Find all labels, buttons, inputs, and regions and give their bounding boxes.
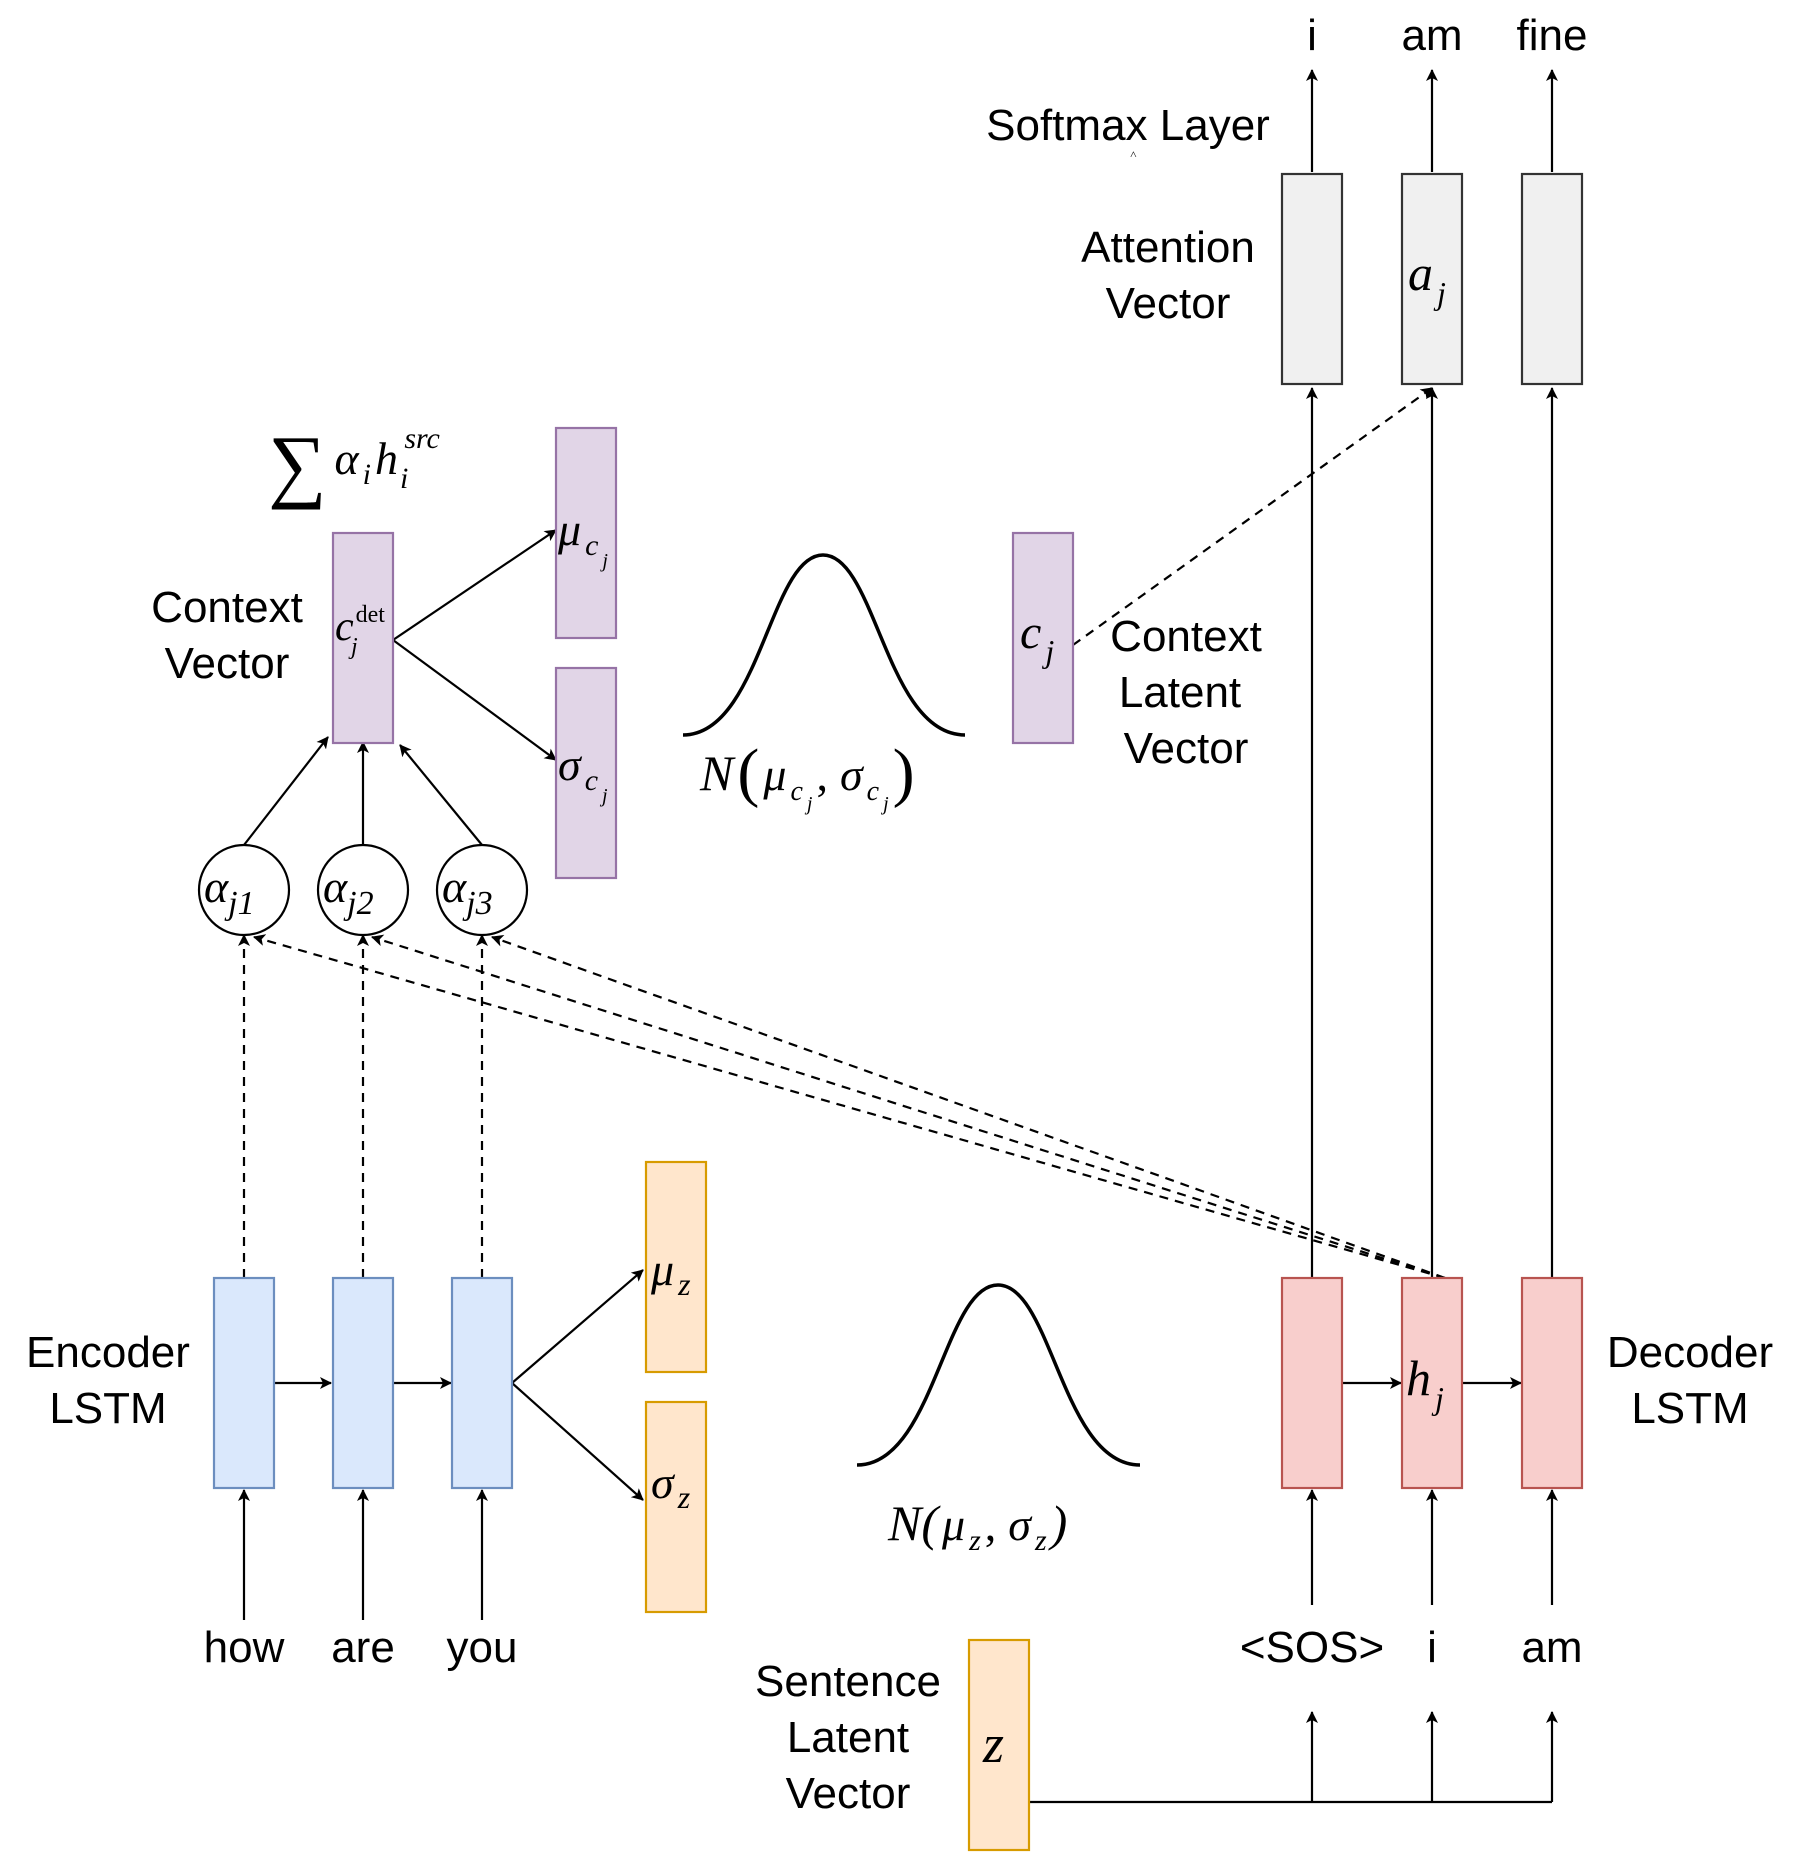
sigma-z-symbol: σ z: [651, 1457, 691, 1515]
decoder-input-i: i: [1427, 1623, 1437, 1672]
sigma-c-symbol: σ c j: [558, 739, 608, 807]
attention-cell-3: [1520, 172, 1584, 386]
encoder-cell-1: [212, 1276, 276, 1490]
decoder-lstm-cells: [1280, 1276, 1584, 1490]
decoder-cell-2: [1400, 1276, 1464, 1490]
attention-weights: [197, 843, 529, 937]
mu-c-box: [554, 426, 618, 640]
attention-cell-1: [1280, 172, 1344, 386]
tiny-caret: ˄: [1130, 147, 1137, 161]
z-symbol: z: [982, 1714, 1004, 1774]
sigma-z-box: [644, 1400, 708, 1614]
alpha-j2: αj2: [323, 861, 374, 922]
decoder-input-sos: <SOS>: [1240, 1623, 1384, 1672]
context-vector-label-1: Context: [151, 583, 303, 632]
sum-formula: ∑ α i h i src: [268, 419, 440, 510]
connectors: [238, 69, 1558, 1804]
dashed-cj-aj: [1072, 387, 1433, 646]
dist-sentence-formula: N( μ z , σ z ): [887, 1495, 1067, 1557]
context-vector-label-2: Vector: [165, 639, 290, 688]
dist-context-formula: N ( μ c j , σ c j ): [699, 736, 915, 815]
mu-c-symbol: μ c j: [557, 504, 608, 572]
alpha-circle-1: [197, 843, 291, 937]
decoder-cell-1: [1280, 1276, 1344, 1490]
gaussian-curve-context: [682, 553, 966, 737]
encoder-lstm-label-2: LSTM: [49, 1384, 166, 1433]
decoder-hidden-symbol: h j: [1406, 1350, 1444, 1416]
dashed-hj-alpha3: [491, 935, 1446, 1280]
attention-cell-2: [1400, 172, 1464, 386]
arrow-enc3-muz: [511, 1269, 644, 1384]
decoder-output-i: i: [1307, 11, 1317, 60]
z-box: [967, 1638, 1031, 1852]
arrow-enc3-sigmaz: [511, 1382, 644, 1501]
context-latent-box: [1011, 531, 1075, 745]
context-latent-symbol: c j: [1020, 606, 1054, 669]
attention-vectors: [1280, 172, 1584, 386]
gaussian-curve-sentence: [856, 1283, 1141, 1467]
context-latent-label-3: Vector: [1124, 724, 1249, 773]
decoder-lstm-label-1: Decoder: [1607, 1328, 1773, 1377]
context-det-symbol: c det j: [335, 602, 389, 660]
decoder-input-am: am: [1521, 1623, 1582, 1672]
attention-vector-label-1: Attention: [1081, 223, 1255, 272]
encoder-input-you: you: [447, 1623, 518, 1672]
decoder-lstm-label-2: LSTM: [1631, 1384, 1748, 1433]
context-latent-label-2: Latent: [1119, 668, 1241, 717]
decoder-cell-3: [1520, 1276, 1584, 1490]
encoder-input-how: how: [204, 1623, 285, 1672]
sigma-c-box: [554, 666, 618, 880]
arrow-alpha3-cdet: [399, 744, 483, 846]
encoder-cell-3: [450, 1276, 514, 1490]
arrow-cdet-muc: [392, 529, 557, 641]
dashed-hj-alpha2: [371, 934, 1446, 1280]
arrow-cdet-sigmac: [392, 639, 557, 761]
alpha-circle-2: [316, 843, 410, 937]
encoder-lstm-label-1: Encoder: [26, 1328, 190, 1377]
context-det-box: [331, 531, 395, 745]
alpha-circle-3: [435, 843, 529, 937]
sentence-latent-label-2: Latent: [787, 1713, 909, 1762]
encoder-cell-2: [331, 1276, 395, 1490]
decoder-output-fine: fine: [1517, 11, 1588, 60]
arrow-alpha1-cdet: [243, 736, 329, 846]
alpha-j1: αj1: [204, 861, 255, 922]
encoder-lstm-cells: [212, 1276, 514, 1490]
softmax-layer-label: Softmax Layer: [986, 101, 1270, 150]
encoder-input-are: are: [331, 1623, 395, 1672]
attention-symbol: a j: [1408, 245, 1446, 311]
context-latent-label-1: Context: [1110, 612, 1262, 661]
decoder-output-am: am: [1401, 11, 1462, 60]
sentence-latent-label-3: Vector: [786, 1769, 911, 1818]
sentence-latent-label-1: Sentence: [755, 1657, 941, 1706]
alpha-j3: αj3: [442, 861, 493, 922]
dashed-hj-alpha1: [253, 934, 1446, 1280]
attention-vector-label-2: Vector: [1106, 279, 1231, 328]
mu-z-box: [644, 1160, 708, 1374]
mu-z-symbol: μ z: [650, 1244, 691, 1302]
